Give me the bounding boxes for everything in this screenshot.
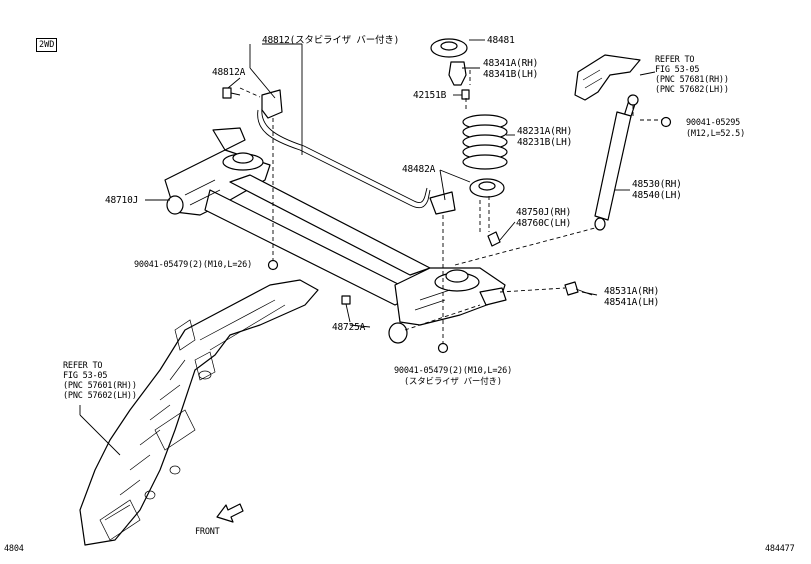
label-48725a: 48725A [332, 322, 366, 333]
label-bolt-left: 90041-05479(2)(M10,L=26) [134, 260, 253, 270]
ref-top-2: FIG 53-05 [655, 65, 700, 75]
stabilizer-bracket [261, 89, 283, 119]
label-bolt-right-2: (M12,L=52.5) [686, 129, 746, 139]
label-48481: 48481 [487, 35, 515, 46]
bolt-48531 [564, 281, 593, 296]
label-48341-lh: 48341B(LH) [483, 69, 539, 80]
shock-absorber [594, 94, 639, 231]
leader-lines [79, 39, 656, 456]
label-48710j: 48710J [105, 195, 139, 206]
label-bolt-bottom-1: 90041-05479(2)(M10,L=26) [394, 366, 513, 376]
label-48531a: 48531A(RH) [604, 286, 660, 297]
front-label: FRONT [195, 527, 220, 537]
dashed-leader-lines [239, 70, 662, 344]
body-bracket-upper [574, 54, 641, 101]
label-48341-rh: 48341A(RH) [483, 58, 539, 69]
label-48812: 48812(スタビライザ バー付き) [262, 35, 400, 46]
label-48541a: 48541A(LH) [604, 297, 660, 308]
badge-2wd: 2WD [36, 38, 58, 52]
label-bolt-right-1: 90041-05295 [686, 118, 741, 128]
label-48750j: 48750J(RH) [516, 207, 572, 218]
bolt-48725a [341, 295, 351, 323]
label-48530: 48530(RH) [632, 179, 682, 190]
axle-beam [164, 127, 507, 344]
ref-top-3: (PNC 57681(RH)) [655, 75, 729, 85]
ref-bottom-2: FIG 53-05 [63, 371, 108, 381]
label-48231-rh: 48231A(RH) [517, 126, 573, 137]
label-48812a: 48812A [212, 67, 246, 78]
footer-right: 484477 [765, 544, 795, 554]
body-frame-lower [79, 279, 319, 546]
circle-b-markers [267, 116, 672, 354]
bolt-48812a [222, 87, 241, 99]
ref-bottom-4: (PNC 57602(LH)) [63, 391, 137, 401]
label-48231-lh: 48231B(LH) [517, 137, 573, 148]
label-42151b: 42151B [413, 90, 447, 101]
front-arrow-icon [216, 503, 244, 523]
ref-bottom-1: REFER TO [63, 361, 103, 371]
stabilizer-bar [257, 109, 431, 209]
label-48482a: 48482A [402, 164, 436, 175]
label-bolt-bottom-2: (スタビライザ バー付き) [404, 377, 502, 387]
ref-top-1: REFER TO [655, 55, 695, 65]
stabilizer-bracket [429, 191, 456, 215]
footer-left: 4804 [4, 544, 24, 554]
ref-bottom-3: (PNC 57601(RH)) [63, 381, 137, 391]
label-48540: 48540(LH) [632, 190, 682, 201]
label-48760c: 48760C(LH) [516, 218, 572, 229]
spring-assembly [430, 38, 508, 247]
ref-top-4: (PNC 57682(LH)) [655, 85, 729, 95]
